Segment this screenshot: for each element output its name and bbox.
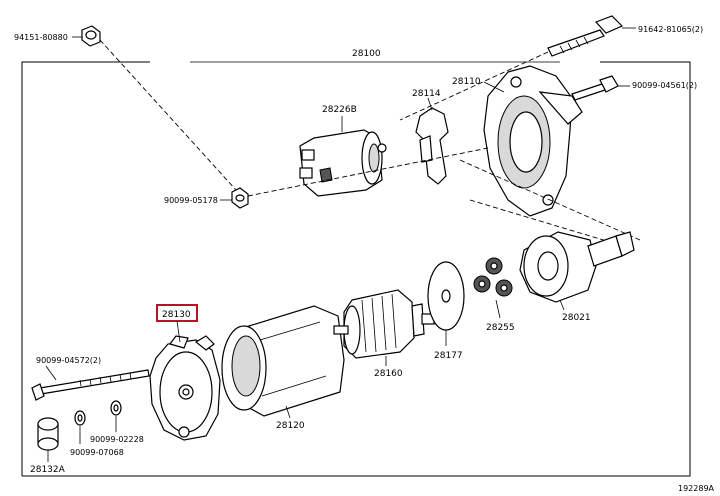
figure-id: 192289A bbox=[678, 484, 715, 493]
yoke-28120[interactable] bbox=[221, 305, 345, 417]
clutch-28021[interactable] bbox=[519, 231, 635, 303]
label-90099-07068: 90099-07068 bbox=[70, 448, 124, 457]
gear-28255[interactable] bbox=[473, 257, 513, 297]
dash-switch-housing bbox=[247, 147, 489, 197]
label-90099-04561: 90099-04561(2) bbox=[632, 81, 697, 90]
nut-94151[interactable] bbox=[81, 25, 101, 47]
leader-28114 bbox=[427, 97, 433, 111]
leader-28255 bbox=[495, 299, 501, 319]
dash-frame-diag2 bbox=[469, 199, 611, 243]
label-28100: 28100 bbox=[352, 49, 381, 59]
washer-90099-07068[interactable] bbox=[74, 410, 86, 426]
label-28255: 28255 bbox=[486, 323, 515, 333]
end-frame-28130[interactable] bbox=[149, 335, 221, 441]
washer-90099-02228[interactable] bbox=[110, 400, 122, 416]
label-28120: 28120 bbox=[276, 421, 305, 431]
label-94151-80880: 94151-80880 bbox=[14, 33, 68, 42]
dash-nut-to-stud bbox=[99, 39, 237, 191]
label-28114: 28114 bbox=[412, 89, 441, 99]
bolt-91642[interactable] bbox=[547, 15, 624, 57]
solenoid-28226B[interactable] bbox=[299, 129, 387, 197]
nut-90099-05178[interactable] bbox=[231, 187, 249, 209]
leader-90099-04572 bbox=[45, 365, 57, 381]
leader-28021 bbox=[559, 299, 565, 311]
armature-28160[interactable] bbox=[333, 289, 435, 359]
label-28132A: 28132A bbox=[30, 465, 66, 475]
label-28110: 28110 bbox=[452, 77, 481, 87]
label-91642-81065: 91642-81065(2) bbox=[638, 25, 703, 34]
leader-28120 bbox=[285, 405, 291, 419]
dash-frame-diag bbox=[459, 159, 641, 241]
cap-28132A[interactable] bbox=[37, 417, 59, 451]
label-28021: 28021 bbox=[562, 313, 591, 323]
label-28160: 28160 bbox=[374, 369, 403, 379]
lever-28114[interactable] bbox=[415, 107, 449, 185]
label-90099-04572: 90099-04572(2) bbox=[36, 356, 101, 365]
dash-bolt-long bbox=[399, 51, 549, 121]
housing-28110[interactable] bbox=[483, 65, 583, 217]
assembly-frame bbox=[21, 61, 691, 477]
leader-28130 bbox=[176, 320, 181, 343]
leader-28110 bbox=[483, 81, 505, 93]
label-28130: 28130 bbox=[162, 310, 191, 320]
thru-bolt-90099-04572[interactable] bbox=[31, 369, 150, 401]
bolt-90099-04561[interactable] bbox=[571, 75, 619, 101]
label-28177: 28177 bbox=[434, 351, 463, 361]
label-28226B: 28226B bbox=[322, 105, 357, 115]
label-90099-02228: 90099-02228 bbox=[90, 435, 144, 444]
plate-28177[interactable] bbox=[427, 261, 465, 331]
label-90099-05178: 90099-05178 bbox=[164, 196, 218, 205]
